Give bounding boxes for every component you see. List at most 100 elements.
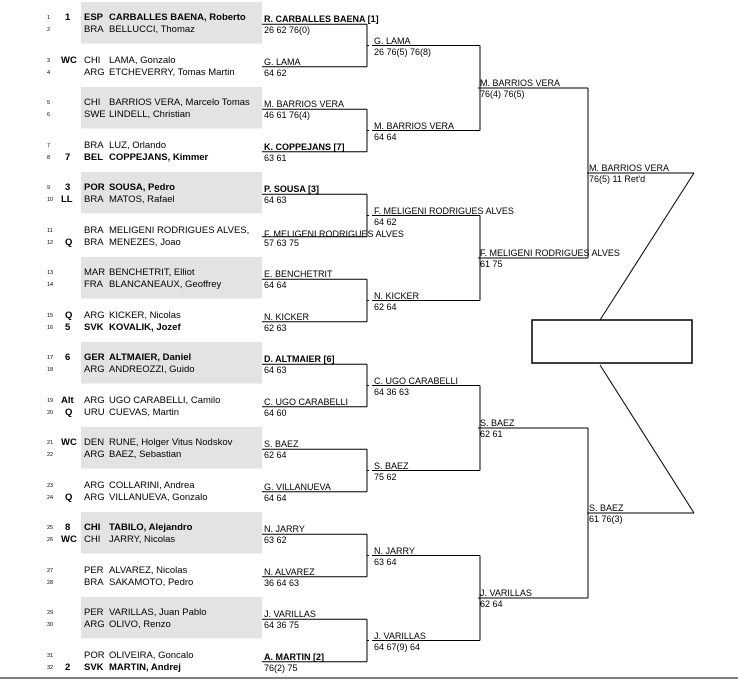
seed-label: 3 <box>65 182 71 193</box>
draw-position-number: 19 <box>47 397 54 404</box>
player-name: TABILO, Alejandro <box>109 522 193 533</box>
match-score: 64 62 <box>264 67 287 78</box>
draw-position-number: 18 <box>47 367 54 373</box>
nation-code: BRA <box>84 24 104 35</box>
player-name: COLLARINI, Andrea <box>109 479 195 491</box>
winner-name: S. BAEZ <box>480 418 515 428</box>
winner-name: M. BARRIOS VERA <box>589 163 670 173</box>
draw-position-number: 24 <box>47 494 54 501</box>
draw-position-number: 1 <box>47 15 51 21</box>
nation-code: POR <box>84 182 105 193</box>
winner-name: D. ALTMAIER [6] <box>264 354 335 365</box>
nation-code: URU <box>84 406 105 418</box>
seed-label: 7 <box>65 151 71 163</box>
nation-code: ARG <box>84 394 105 406</box>
player-name: RUNE, Holger Vitus Nodskov <box>109 437 233 448</box>
winner-name: S. BAEZ <box>374 460 409 471</box>
match-score: 46 61 76(4) <box>264 110 311 121</box>
player-name: ANDREOZZI, Guido <box>109 364 195 375</box>
player-name: BARRIOS VERA, Marcelo Tomas <box>109 97 250 108</box>
winner-name: G. LAMA <box>264 56 301 67</box>
winner-name: R. CARBALLES BAENA [1] <box>264 14 379 25</box>
draw-position-number: 8 <box>47 154 51 161</box>
draw-position-number: 6 <box>47 112 51 118</box>
match-score: 75 62 <box>374 471 397 482</box>
winner-name: F. MELIGENI RODRIGUES ALVES <box>374 205 514 216</box>
match-score: 57 63 75 <box>264 237 300 248</box>
player-name: KOVALIK, Jozef <box>109 321 181 333</box>
draw-position-number: 30 <box>47 622 54 628</box>
nation-code: BEL <box>84 151 103 163</box>
match-score: 36 64 63 <box>264 577 300 588</box>
draw-position-number: 14 <box>47 282 54 288</box>
draw-position-number: 28 <box>47 579 54 586</box>
draw-position-number: 10 <box>47 197 54 203</box>
player-name: CUEVAS, Martin <box>109 406 180 418</box>
winner-name: M. BARRIOS VERA <box>264 99 345 110</box>
seed-label: Q <box>65 309 73 321</box>
match-score: 64 64 <box>264 280 287 291</box>
nation-code: ARG <box>84 619 105 630</box>
winner-name: A. MARTIN [2] <box>264 651 324 662</box>
seed-label: 1 <box>65 12 71 23</box>
champion-box <box>531 319 693 364</box>
match-score: 76(4) 76(5) <box>480 89 525 99</box>
match-score: 76(2) 75 <box>264 662 298 673</box>
draw-position-number: 13 <box>47 270 54 276</box>
match-score: 64 62 <box>374 216 397 227</box>
player-name: VARILLAS, Juan Pablo <box>109 607 207 618</box>
nation-code: CHI <box>84 534 101 545</box>
player-name: VILLANUEVA, Gonzalo <box>109 491 208 503</box>
nation-code: CHI <box>84 522 101 533</box>
draw-position-number: 15 <box>47 312 54 319</box>
draw-position-number: 31 <box>47 652 54 659</box>
pair-shading <box>81 87 262 129</box>
player-name: SAKAMOTO, Pedro <box>109 576 194 588</box>
winner-name: G. LAMA <box>374 35 411 46</box>
player-name: MATOS, Rafael <box>109 194 175 205</box>
match-score: 63 64 <box>374 556 397 567</box>
player-name: LINDELL, Christian <box>109 109 191 120</box>
draw-position-number: 26 <box>47 537 54 543</box>
seed-label: 6 <box>65 352 71 363</box>
player-name: BAEZ, Sebastian <box>109 449 182 460</box>
final-connector <box>599 364 695 514</box>
draw-position-number: 11 <box>47 227 53 234</box>
match-score: 61 76(3) <box>589 514 623 524</box>
player-name: BLANCANEAUX, Geoffrey <box>109 279 222 290</box>
nation-code: PER <box>84 607 104 618</box>
pair-shading <box>81 597 262 639</box>
draw-position-number: 16 <box>47 324 54 331</box>
draw-position-number: 23 <box>47 482 54 489</box>
winner-name: J. VARILLAS <box>480 588 532 598</box>
seed-label: Q <box>65 406 73 418</box>
nation-code: ARG <box>84 364 105 375</box>
nation-code: CHI <box>84 97 101 108</box>
draw-position-number: 22 <box>47 452 54 458</box>
nation-code: BRA <box>84 194 104 205</box>
player-name: BENCHETRIT, Elliot <box>109 267 195 278</box>
nation-code: BRA <box>84 236 104 248</box>
draw-position-number: 3 <box>47 57 51 64</box>
seed-label: 2 <box>65 661 71 673</box>
nation-code: POR <box>84 649 105 661</box>
nation-code: PER <box>84 564 104 576</box>
match-score: 62 64 <box>374 301 397 312</box>
player-name: OLIVO, Renzo <box>109 619 171 630</box>
draw-position-number: 4 <box>47 69 51 76</box>
match-score: 62 64 <box>480 599 503 609</box>
winner-name: S. BAEZ <box>589 503 624 513</box>
nation-code: ARG <box>84 66 105 78</box>
match-score: 64 64 <box>264 492 287 503</box>
winner-name: J. VARILLAS <box>374 630 426 641</box>
pair-shading <box>81 512 262 554</box>
pair-shading <box>81 342 262 384</box>
player-name: UGO CARABELLI, Camilo <box>109 394 221 406</box>
winner-name: M. BARRIOS VERA <box>374 120 455 131</box>
nation-code: CHI <box>84 54 101 66</box>
draw-position-number: 29 <box>47 610 54 616</box>
draw-position-number: 7 <box>47 142 51 149</box>
nation-code: ARG <box>84 491 105 503</box>
seed-label: 8 <box>65 522 71 533</box>
